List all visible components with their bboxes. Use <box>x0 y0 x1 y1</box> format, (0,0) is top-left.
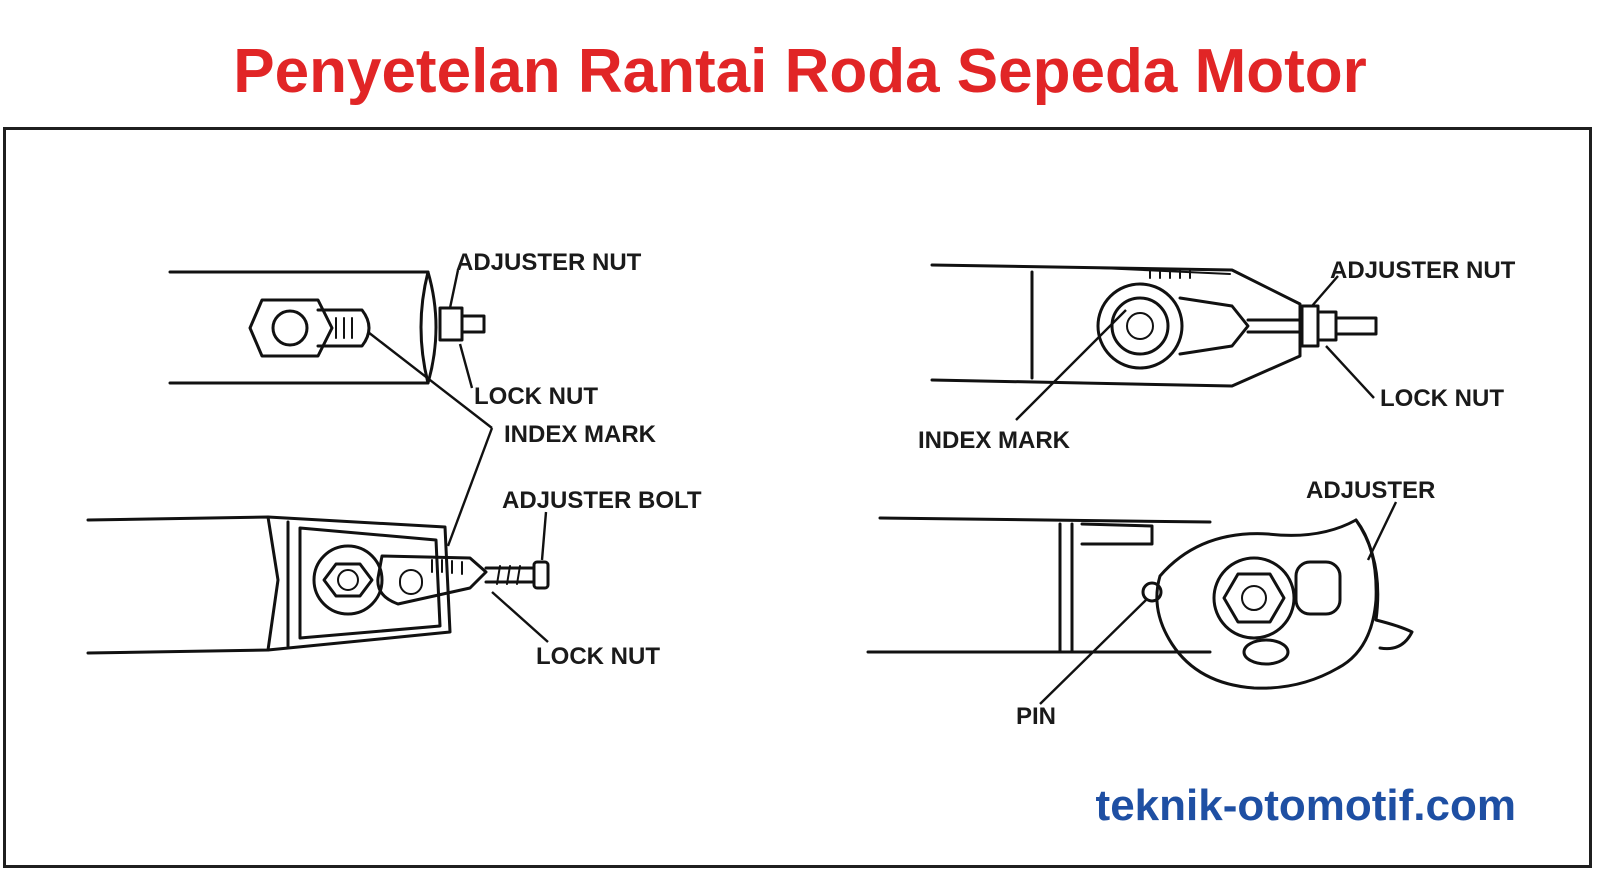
site-watermark: teknik-otomotif.com <box>1095 781 1516 830</box>
label-adjuster-nut-left: ADJUSTER NUT <box>456 249 642 276</box>
right-bottom-swingarm <box>866 516 1414 690</box>
label-index-mark-left: INDEX MARK <box>504 421 657 448</box>
axle-icon <box>1096 282 1184 370</box>
axle-nut-icon <box>312 544 384 616</box>
diagram-frame <box>3 127 1592 868</box>
adjuster-nut-icon <box>438 306 486 342</box>
index-scale-icon <box>1149 269 1191 279</box>
axle-hex-icon <box>248 298 334 358</box>
label-adjuster-nut-right: ADJUSTER NUT <box>1330 257 1516 284</box>
label-pin: PIN <box>1016 703 1056 730</box>
left-leader-lines <box>367 269 549 643</box>
adjuster-plate-icon <box>376 554 488 606</box>
adjuster-bolt-icon <box>484 560 550 590</box>
left-top-swingarm <box>168 270 486 385</box>
label-adjuster-bolt: ADJUSTER BOLT <box>502 487 702 514</box>
page-title: Penyetelan Rantai Roda Sepeda Motor <box>233 37 1367 106</box>
left-bottom-swingarm <box>86 515 550 655</box>
snail-adjuster-icon <box>1141 518 1414 690</box>
adjuster-nut-icon <box>1246 304 1378 348</box>
label-lock-nut-left-bottom: LOCK NUT <box>536 643 660 670</box>
right-leader-lines <box>1015 275 1398 705</box>
index-slot-icon <box>316 308 371 348</box>
label-index-mark-right: INDEX MARK <box>918 427 1071 454</box>
label-lock-nut-right: LOCK NUT <box>1380 385 1504 412</box>
label-lock-nut-left-top: LOCK NUT <box>474 383 598 410</box>
label-adjuster: ADJUSTER <box>1306 477 1435 504</box>
right-top-swingarm <box>930 263 1378 388</box>
